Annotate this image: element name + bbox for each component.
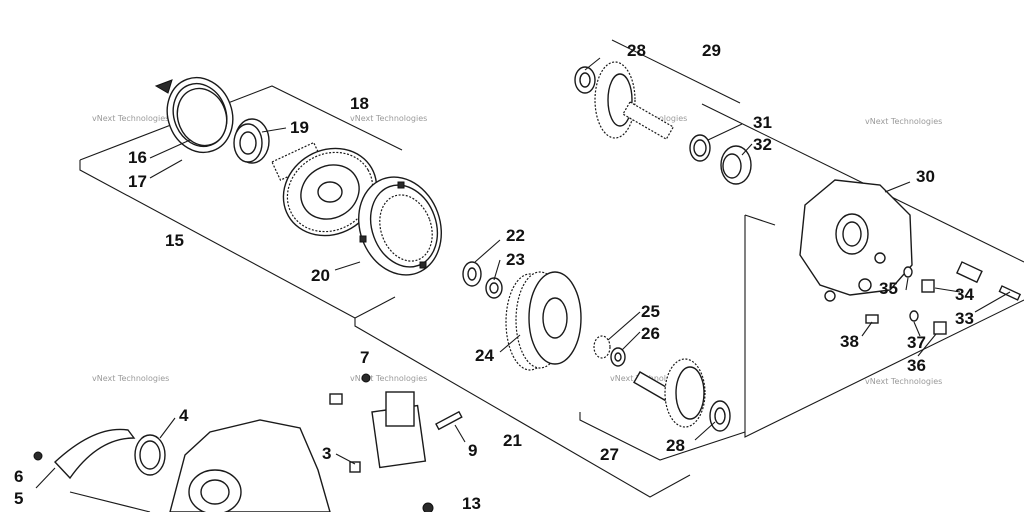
callout-7: 7 [360, 348, 369, 367]
watermark: vNext Technologies [865, 117, 942, 126]
fasteners-right [865, 261, 1022, 335]
snap-ring [154, 76, 234, 154]
ring-gear-housing [271, 141, 378, 237]
callout-labels: 28 29 18 19 16 17 15 31 32 30 22 23 20 3… [14, 41, 974, 512]
callout-3: 3 [322, 444, 331, 463]
bearing-pair [689, 134, 752, 185]
band-and-seal [33, 428, 434, 512]
watermark: vNext Technologies [92, 374, 169, 383]
callout-13: 13 [462, 494, 481, 512]
gear-shaft-lower [633, 358, 731, 432]
callout-33: 33 [955, 309, 974, 328]
callout-21: 21 [503, 431, 522, 450]
callout-29: 29 [702, 41, 721, 60]
callout-27: 27 [600, 445, 619, 464]
callout-31: 31 [753, 113, 772, 132]
arrow-icon [154, 79, 173, 94]
callout-36: 36 [907, 356, 926, 375]
planetary-carrier [505, 271, 582, 371]
callout-6: 6 [14, 467, 23, 486]
callout-32: 32 [753, 135, 772, 154]
gear-shaft-upper [574, 61, 675, 140]
callout-26: 26 [641, 324, 660, 343]
callout-34: 34 [955, 285, 974, 304]
washer-set [462, 261, 503, 299]
callout-19: 19 [290, 118, 309, 137]
watermark: vNext Technologies [350, 114, 427, 123]
watermark: vNext Technologies [92, 114, 169, 123]
callout-15: 15 [165, 231, 184, 250]
callout-17: 17 [128, 172, 147, 191]
callout-37: 37 [907, 333, 926, 352]
main-housing [169, 419, 331, 512]
callout-30: 30 [916, 167, 935, 186]
callout-18: 18 [350, 94, 369, 113]
callout-28-lower: 28 [666, 436, 685, 455]
leader-lines [35, 57, 1011, 489]
callout-20: 20 [311, 266, 330, 285]
callout-5: 5 [14, 489, 23, 508]
watermark: vNext Technologies [350, 374, 427, 383]
callout-9: 9 [468, 441, 477, 460]
watermark: vNext Technologies [865, 377, 942, 386]
callout-35: 35 [879, 279, 898, 298]
callout-24: 24 [475, 346, 494, 365]
bearing [233, 118, 270, 164]
gear-cover [799, 179, 913, 302]
callout-28: 28 [627, 41, 646, 60]
callout-16: 16 [128, 148, 147, 167]
callout-4: 4 [179, 406, 189, 425]
callout-38: 38 [840, 332, 859, 351]
callout-25: 25 [641, 302, 660, 321]
thrust-washers [593, 335, 626, 367]
actuator [329, 373, 463, 473]
clutch-drum [358, 176, 442, 276]
callout-22: 22 [506, 226, 525, 245]
callout-23: 23 [506, 250, 525, 269]
